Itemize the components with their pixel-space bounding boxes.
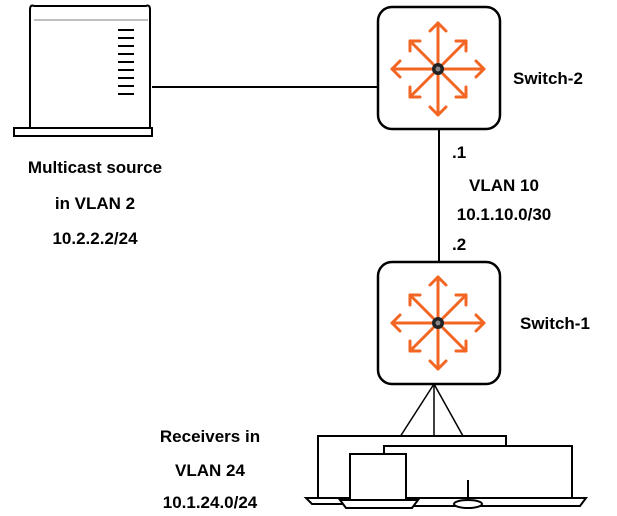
receiver-links [397,383,469,446]
receiver-stand [453,480,483,509]
source-vlan-label: in VLAN 2 [54,194,136,213]
source-label-line1: Multicast source [27,158,163,177]
switch-icon [376,260,502,386]
source-ip-label: 10.2.2.2/24 [52,229,138,248]
receivers-label: Receivers in [159,427,261,446]
receivers-vlan-label: VLAN 24 [175,461,245,480]
switch1-label: Switch-1 [520,314,590,333]
link-end-top: .1 [452,143,467,162]
link-subnet-label: 10.1.10.0/30 [456,205,552,224]
laptop-icon [338,453,420,509]
receivers-subnet-label: 10.1.24.0/24 [162,493,258,512]
switch-icon [376,5,502,131]
link-vlan-label: VLAN 10 [469,176,539,195]
link-end-bottom: .2 [452,235,467,254]
server-icon [13,4,153,137]
laptop-icon [370,445,588,507]
switch2-label: Switch-2 [513,69,583,88]
source-label: Multicast source [0,157,190,179]
